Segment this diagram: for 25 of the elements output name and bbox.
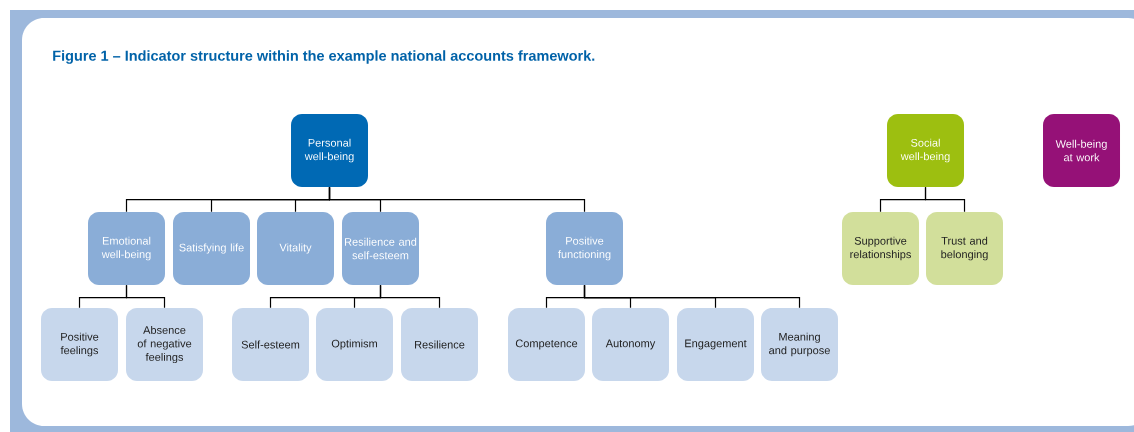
connector-line xyxy=(379,284,441,309)
category-box: Positive feelings xyxy=(41,308,118,381)
category-box: Meaning and purpose xyxy=(761,308,838,381)
category-box: Well-being at work xyxy=(1043,114,1120,187)
category-box: Personal well-being xyxy=(291,114,368,187)
category-box: Supportive relationships xyxy=(842,212,919,285)
category-box: Emotional well-being xyxy=(88,212,165,285)
category-box: Resilience xyxy=(401,308,478,381)
category-box: Engagement xyxy=(677,308,754,381)
category-box: Vitality xyxy=(257,212,334,285)
category-box: Resilience and self-esteem xyxy=(342,212,419,285)
category-box: Trust and belonging xyxy=(926,212,1003,285)
category-box: Positive functioning xyxy=(546,212,623,285)
category-box: Competence xyxy=(508,308,585,381)
connector-line xyxy=(583,284,801,309)
connector-line xyxy=(328,186,586,213)
title: Figure 1 – Indicator structure within the example national accounts framework. xyxy=(53,50,595,64)
connector-line xyxy=(924,186,966,213)
category-box: Autonomy xyxy=(592,308,669,381)
category-box: Absence of negative feelings xyxy=(126,308,203,381)
category-box: Social well-being xyxy=(887,114,964,187)
category-box: Self-esteem xyxy=(232,308,309,381)
category-box: Optimism xyxy=(316,308,393,381)
connector-line xyxy=(125,284,166,309)
category-box: Satisfying life xyxy=(173,212,250,285)
